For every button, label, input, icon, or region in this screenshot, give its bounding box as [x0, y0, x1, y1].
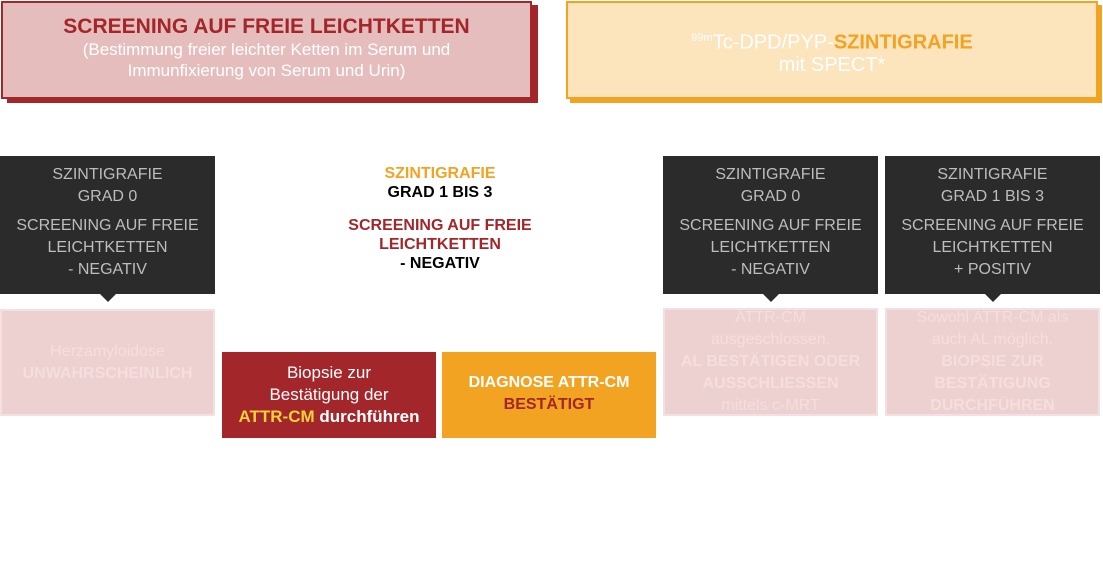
label: GRAD 1 BIS 3 — [387, 184, 493, 201]
text-grade1-3-negative: SZINTIGRAFIE GRAD 1 BIS 3 SCREENING AUF F… — [330, 164, 550, 273]
label: BIOPSIE ZUR — [941, 353, 1044, 370]
label: - NEGATIV — [731, 261, 810, 278]
label: DURCHFÜHREN — [930, 397, 1055, 414]
isotope-superscript: 99m — [691, 32, 713, 44]
label: - NEGATIV — [68, 261, 147, 278]
label: Bestätigung der — [269, 385, 389, 404]
label: SZINTIGRAFIE — [715, 166, 826, 183]
box-grade1-3-positive: SZINTIGRAFIE GRAD 1 BIS 3 SCREENING AUF F… — [885, 156, 1100, 302]
label: GRAD 1 BIS 3 — [940, 188, 1045, 205]
label: AL BESTÄTIGEN ODER — [680, 353, 861, 370]
label: SZINTIGRAFIE — [384, 165, 496, 182]
header-bold: SZINTIGRAFIE — [833, 31, 973, 54]
label: Sowohl ATTR-CM als — [916, 309, 1069, 326]
box-grade0-negative-right: SZINTIGRAFIE GRAD 0 SCREENING AUF FREIE LE… — [663, 156, 878, 302]
label: SCREENING AUF FREIE — [348, 217, 532, 234]
label: BESTÄTIGT — [503, 396, 595, 413]
label: BESTÄTIGUNG — [934, 375, 1051, 392]
box-grade0-negative: SZINTIGRAFIE GRAD 0 SCREENING AUF FREIE LE… — [0, 156, 215, 302]
label: LEICHTKETTEN — [710, 239, 831, 256]
outcome-attr-excluded: ATTR-CM ausgeschlossen. AL BESTÄTIGEN ODER… — [663, 308, 878, 416]
label: SCREENING AUF FREIE — [679, 217, 862, 234]
label: AUSSCHLIESSEN — [702, 375, 839, 392]
label: GRAD 0 — [740, 188, 801, 205]
label: + POSITIV — [954, 261, 1031, 278]
diagnosis-box: DIAGNOSE ATTR-CM BESTÄTIGT — [442, 352, 656, 438]
header-sub: Immunfixierung von Serum und Urin) — [127, 61, 406, 80]
label: - NEGATIV — [400, 255, 480, 272]
label: GRAD 0 — [77, 188, 138, 205]
label: Biopsie zur — [286, 363, 372, 382]
label: Herzamyloidose — [50, 342, 165, 360]
label: SZINTIGRAFIE — [937, 166, 1048, 183]
header-light-chain-screening: SCREENING AUF FREIE LEICHTKETTEN (Bestim… — [1, 1, 532, 99]
header-prefix: Tc-DPD/PYP- — [712, 31, 834, 54]
label: LEICHTKETTEN — [47, 239, 168, 256]
label: DIAGNOSE ATTR-CM — [468, 374, 630, 391]
label: SCREENING AUF FREIE — [16, 217, 199, 234]
header-title: SCREENING AUF FREIE LEICHTKETTEN — [63, 15, 470, 38]
outcome-both-possible: Sowohl ATTR-CM als auch AL möglich. BIOPSI… — [885, 308, 1100, 416]
label: LEICHTKETTEN — [379, 236, 501, 253]
label: ATTR-CM — [238, 407, 315, 426]
label: ATTR-CM — [735, 309, 806, 326]
header-line2: mit SPECT* — [778, 53, 886, 76]
label: SZINTIGRAFIE — [52, 166, 163, 183]
label: auch AL möglich. — [931, 331, 1054, 348]
label: durchführen — [314, 407, 420, 426]
label: ausgeschlossen. — [710, 331, 831, 348]
header-sub: (Bestimmung freier leichter Ketten im Se… — [82, 40, 451, 59]
label: LEICHTKETTEN — [932, 239, 1053, 256]
label: mittels c-MRT — [721, 397, 820, 414]
label: SCREENING AUF FREIE — [901, 217, 1084, 234]
header-scintigraphy: 99mTc-DPD/PYP-SZINTIGRAFIE mit SPECT* — [566, 1, 1098, 99]
label: UNWAHRSCHEINLICH — [22, 364, 193, 382]
